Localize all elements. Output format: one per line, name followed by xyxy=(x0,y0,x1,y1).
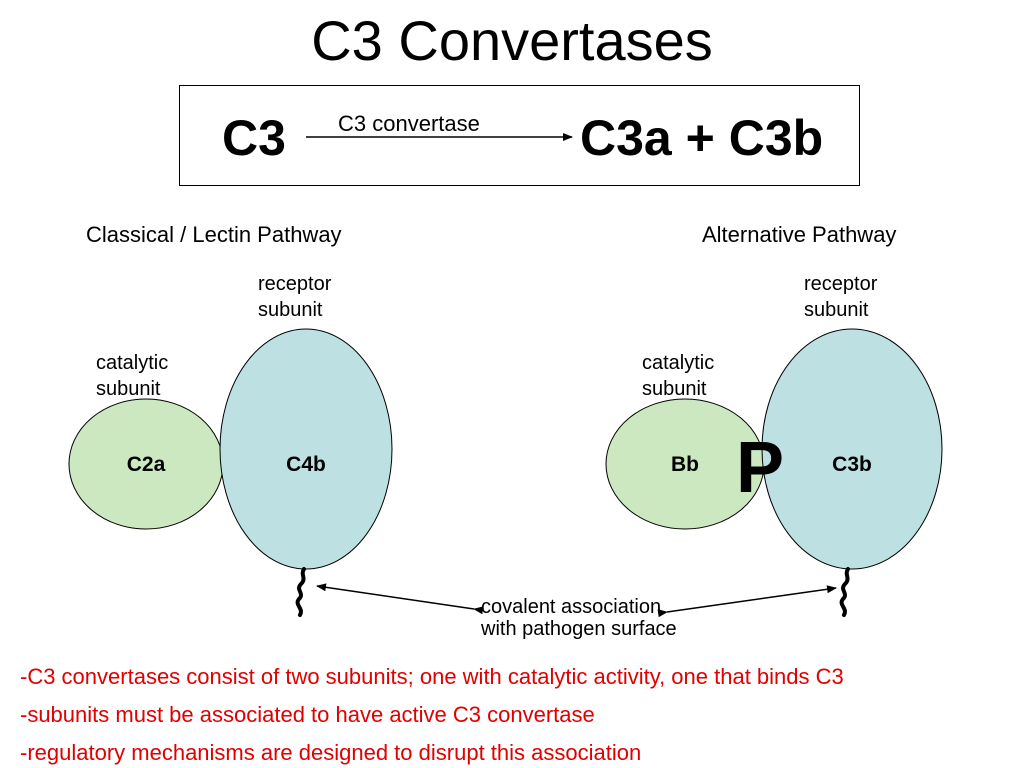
alternative-receptor-label-line2: subunit xyxy=(804,299,869,321)
reaction-substrate: C3 xyxy=(222,110,286,166)
classical-surface-tether-icon xyxy=(295,567,306,617)
c4b-subunit-shape xyxy=(219,328,393,570)
bullet-item: -regulatory mechanisms are designed to d… xyxy=(20,740,642,765)
alternative-catalytic-label: catalytic subunit xyxy=(642,350,714,402)
alternative-surface-tether-icon xyxy=(839,567,850,617)
alternative-catalytic-label-line2: subunit xyxy=(642,378,707,400)
c4b-label: C4b xyxy=(286,453,326,476)
surface-note-line1: covalent association xyxy=(481,596,662,618)
reaction-enzyme-label: C3 convertase xyxy=(338,111,480,136)
surface-arrow-left xyxy=(316,583,484,615)
c3b-label: C3b xyxy=(832,453,872,476)
surface-arrow-right xyxy=(657,585,837,618)
bullet-item: -subunits must be associated to have act… xyxy=(20,702,595,727)
alternative-pathway-title: Alternative Pathway xyxy=(702,222,897,247)
reaction-products: C3a + C3b xyxy=(580,110,824,166)
alternative-catalytic-label-line1: catalytic xyxy=(642,352,715,374)
alternative-receptor-label-line1: receptor xyxy=(804,273,878,295)
properdin-label: P xyxy=(736,428,785,508)
classical-receptor-label-line1: receptor xyxy=(258,273,332,295)
classical-receptor-label-line2: subunit xyxy=(258,299,323,321)
bb-label: Bb xyxy=(671,453,699,476)
alternative-receptor-label: receptor subunit xyxy=(804,271,877,323)
classical-catalytic-label: catalytic subunit xyxy=(96,350,168,402)
reaction-box xyxy=(179,85,860,186)
classical-receptor-label: receptor subunit xyxy=(258,271,331,323)
page-title: C3 Convertases xyxy=(311,9,713,72)
classical-catalytic-label-line1: catalytic xyxy=(96,352,169,374)
surface-note: covalent association with pathogen surfa… xyxy=(481,596,677,640)
bullet-item: -C3 convertases consist of two subunits;… xyxy=(20,664,844,689)
classical-pathway-title: Classical / Lectin Pathway xyxy=(86,222,342,247)
c2a-label: C2a xyxy=(126,453,166,476)
surface-note-line2: with pathogen surface xyxy=(481,618,677,640)
c3b-subunit-shape xyxy=(761,328,943,570)
bullet-list: -C3 convertases consist of two subunits;… xyxy=(20,664,844,766)
classical-catalytic-label-line2: subunit xyxy=(96,378,161,400)
